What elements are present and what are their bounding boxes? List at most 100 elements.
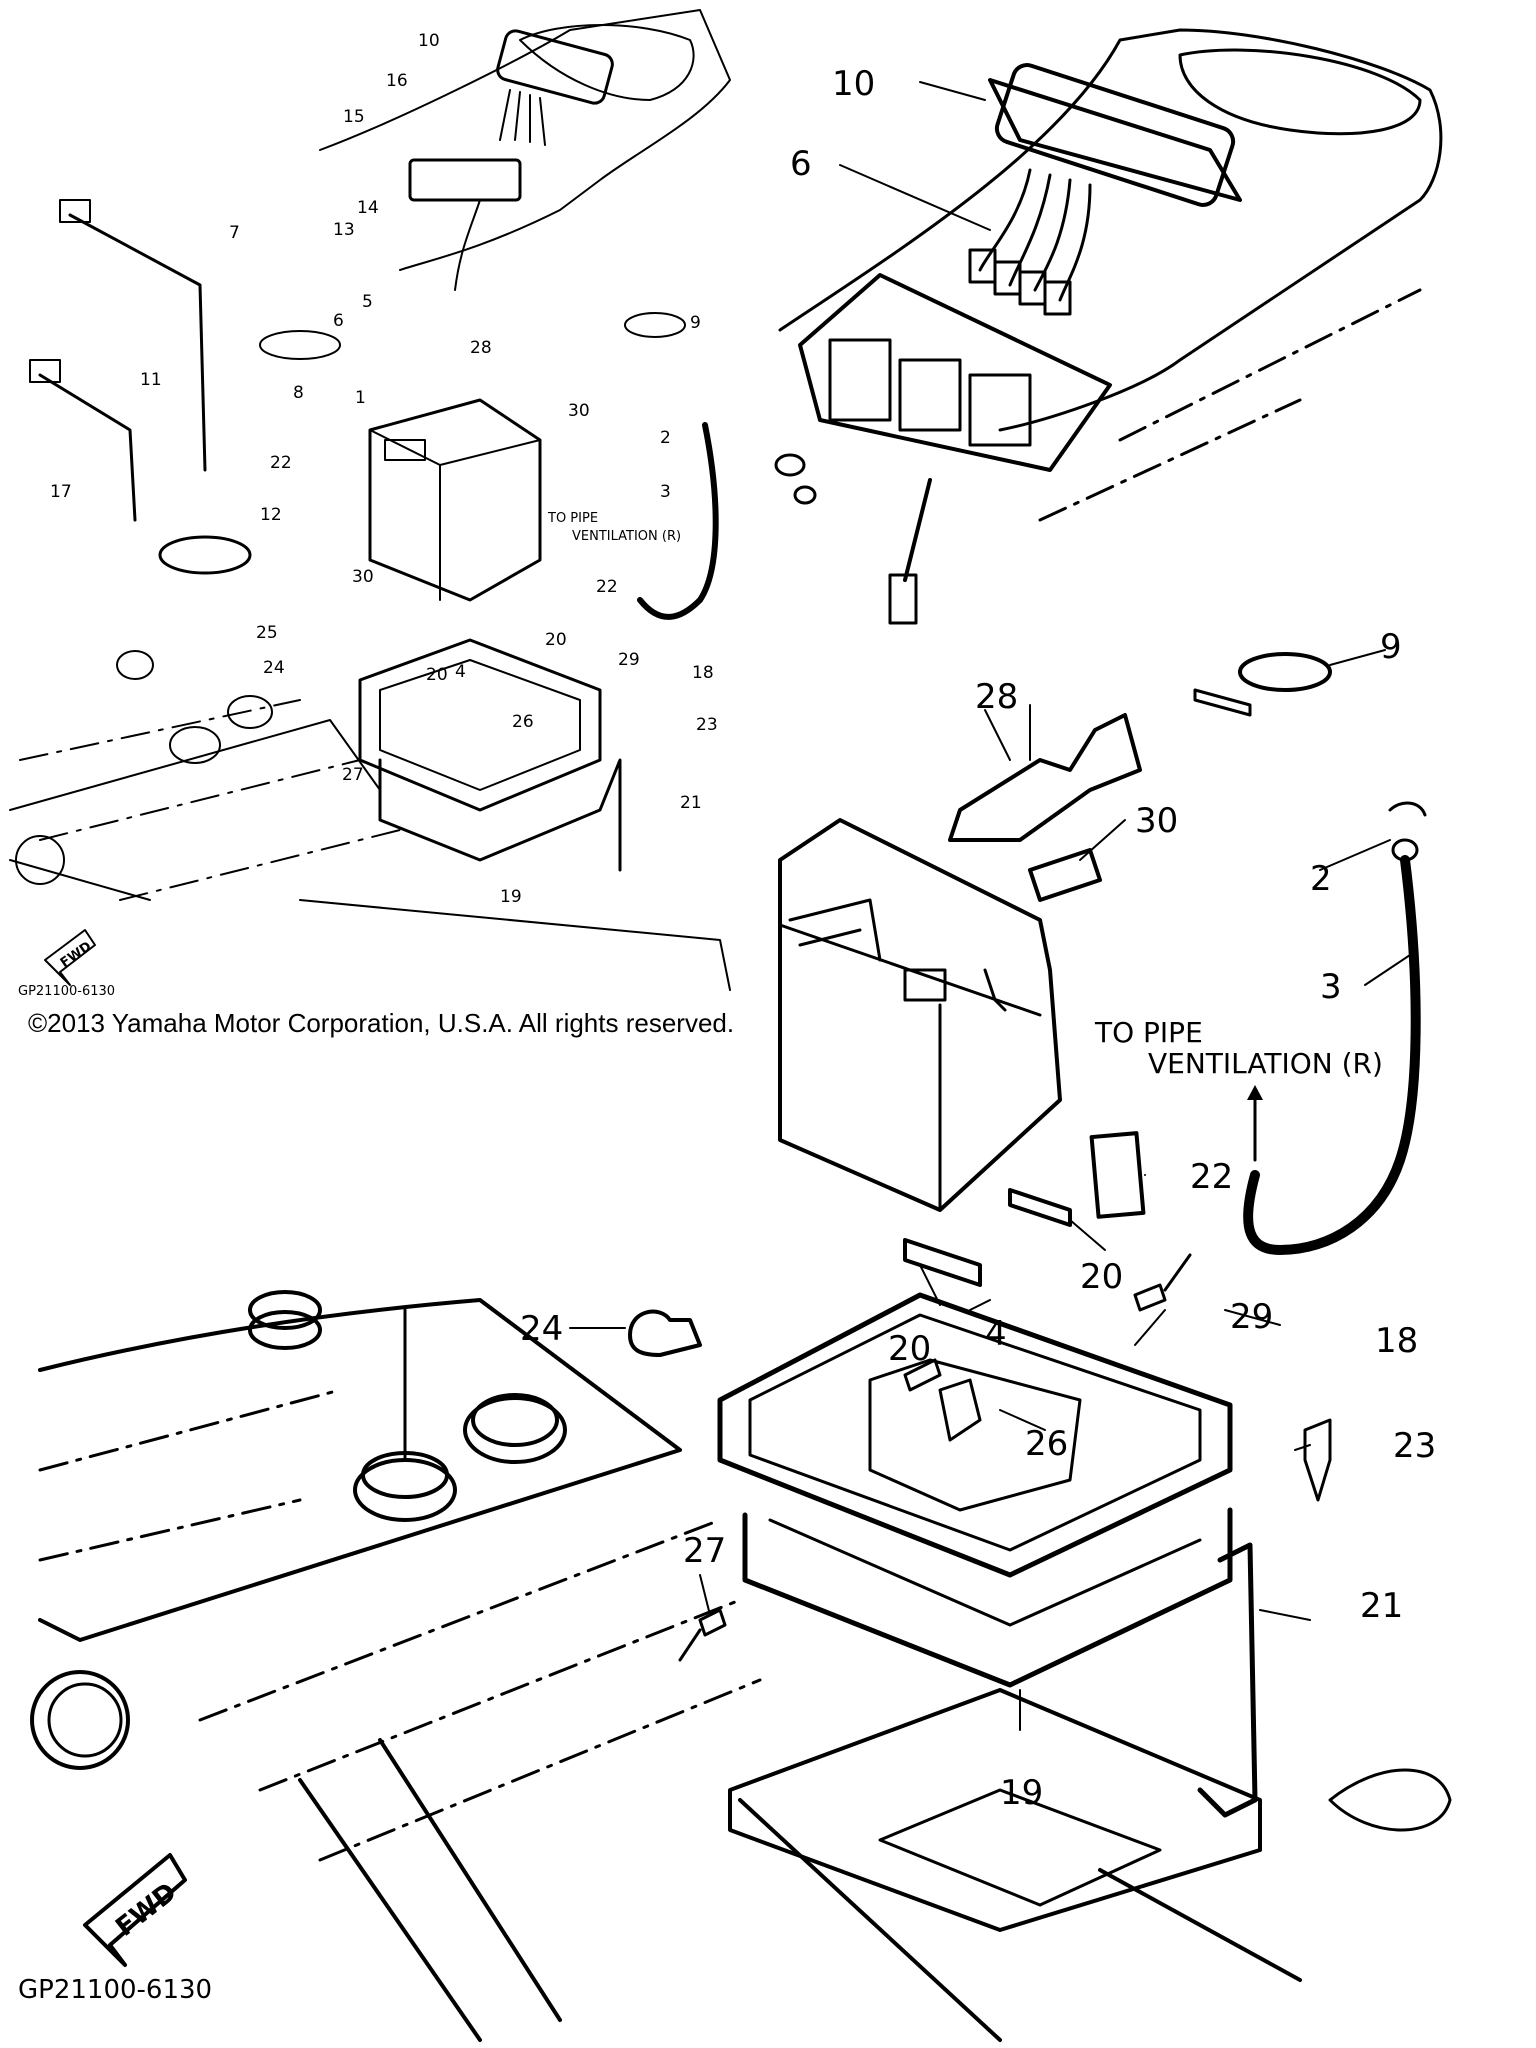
callout-13: 13 [333, 220, 355, 240]
fuse-box [798, 273, 1112, 472]
nut [774, 453, 806, 477]
drawing-code: GP21100-6130 [18, 1975, 212, 2005]
hose-clip [1388, 801, 1427, 817]
drawing-code-small: GP21100-6130 [18, 984, 115, 999]
callout-24: 24 [263, 658, 285, 678]
rubber-pad [1028, 848, 1102, 902]
grommet [463, 1396, 567, 1464]
battery-body [368, 398, 542, 602]
screw [678, 1608, 727, 1662]
battery-cell-caps [788, 898, 882, 962]
fwd-arrow-icon [83, 1853, 187, 1967]
callout-3: 3 [660, 482, 671, 502]
fuse-slot [968, 373, 1032, 447]
callout-2: 2 [1310, 859, 1332, 899]
battery-box-recess [868, 1358, 1082, 1512]
battery-edges [369, 429, 541, 601]
callout-21: 21 [1360, 1586, 1403, 1626]
callout-11: 11 [140, 370, 162, 390]
callout-29: 29 [618, 650, 640, 670]
callout-28: 28 [470, 338, 492, 358]
callout-24: 24 [520, 1309, 563, 1349]
holding-band [1197, 1542, 1258, 1818]
lead-wire [454, 199, 481, 291]
grommet [471, 1393, 559, 1447]
meter-cluster [988, 78, 1242, 202]
callout-22: 22 [270, 453, 292, 473]
grommet [248, 1290, 322, 1330]
battery-terminal [384, 439, 426, 461]
tie-band [1238, 652, 1332, 692]
callout-19: 19 [1000, 1773, 1043, 1813]
callout-30: 30 [1135, 801, 1178, 841]
callout-16: 16 [386, 71, 408, 91]
wire-harness [978, 168, 1092, 302]
fuse-slot [898, 358, 962, 432]
battery-box-inner [379, 659, 581, 791]
drain-cover [1328, 1768, 1452, 1832]
callout-30: 30 [568, 401, 590, 421]
callout-12: 12 [260, 505, 282, 525]
ground-lead [903, 478, 932, 582]
hull-dashed-lines [1038, 288, 1422, 522]
battery-pad [1089, 1131, 1146, 1219]
terminal [888, 573, 918, 625]
vent-note-line2: VENTILATION (R) [1148, 1047, 1383, 1080]
callout-20: 20 [888, 1329, 931, 1369]
callout-8: 8 [293, 383, 304, 403]
battery-box [717, 1292, 1233, 1578]
battery-box-inner [748, 1313, 1202, 1552]
coupler [1043, 280, 1072, 316]
deck-dashed-lines [19, 699, 401, 901]
deck-lines [298, 1738, 1302, 2042]
meter-cluster [496, 29, 614, 105]
vent-note-line1: TO PIPE [1094, 1016, 1203, 1049]
grommet [116, 650, 154, 680]
leader-9 [1329, 649, 1386, 666]
leader-28 [984, 709, 1011, 761]
tray-lower-inner [768, 1518, 1202, 1627]
base-plate [728, 1688, 1262, 1932]
sensor-cable [38, 373, 137, 522]
fuse-slot [828, 338, 892, 422]
vent-arrow-head [1247, 1085, 1263, 1100]
fwd-label: FWD [58, 939, 95, 971]
callout-leaders [699, 81, 1411, 1731]
grommet [169, 726, 221, 764]
sensor-cable [68, 213, 207, 472]
callout-21: 21 [680, 793, 702, 813]
callout-1: 1 [355, 388, 366, 408]
spacer-strip [1008, 1188, 1072, 1227]
callout-9: 9 [690, 313, 701, 333]
callout-18: 18 [692, 663, 714, 683]
overview-drawing: FWD 10 16 15 14 13 7 5 6 8 11 17 12 28 9… [9, 9, 731, 999]
callout-29: 29 [1230, 1297, 1273, 1337]
fwd-arrow-icon [44, 929, 96, 986]
washer [793, 485, 817, 505]
battery-band [378, 758, 622, 872]
terminal-cap [983, 968, 1007, 1012]
tie-band-tail [1193, 688, 1252, 717]
callout-20: 20 [426, 665, 448, 685]
callout-6: 6 [333, 311, 344, 331]
hull-hatch-opening [519, 24, 695, 101]
grommet-group [30, 1290, 567, 1770]
sensor-connector [29, 359, 61, 383]
hose-clamp [158, 535, 252, 575]
tie-band [624, 312, 686, 338]
meter-wiring [499, 89, 546, 146]
callout-5: 5 [362, 292, 373, 312]
grommet [227, 695, 273, 729]
callout-4: 4 [985, 1314, 1007, 1354]
callout-25: 25 [256, 623, 278, 643]
callout-10: 10 [418, 31, 440, 51]
callout-7: 7 [229, 223, 240, 243]
spacer-strip [903, 1238, 982, 1287]
sensor-connector [59, 199, 91, 223]
battery-terminal [903, 968, 947, 1002]
bracket [948, 713, 1142, 842]
hatch-opening [1178, 48, 1422, 136]
band-clip [259, 330, 341, 360]
callout-14: 14 [357, 198, 379, 218]
